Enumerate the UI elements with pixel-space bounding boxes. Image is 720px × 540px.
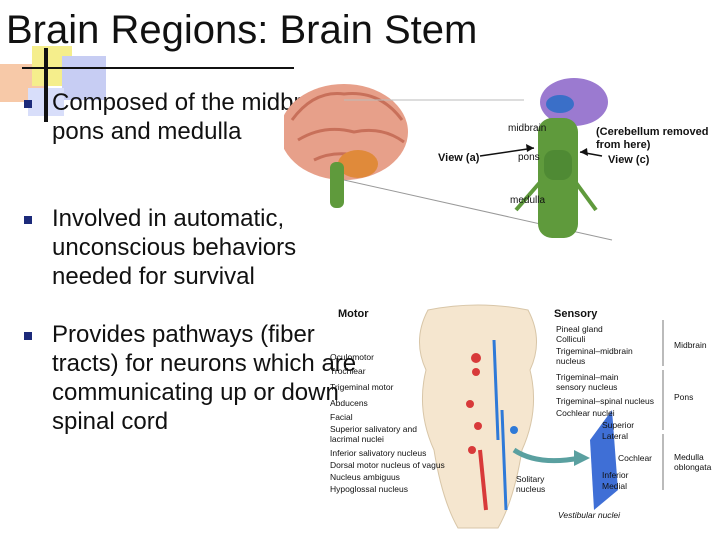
sensory-label: Vestibular nuclei <box>558 510 621 520</box>
motor-label: Hypoglossal nucleus <box>330 484 408 494</box>
sensory-label: Superior <box>602 420 635 430</box>
label-midbrain: midbrain <box>508 123 547 134</box>
sensory-label: Cochlear nuclei <box>556 408 615 418</box>
region-label-medulla: Medulla oblongata <box>674 452 712 472</box>
cranial-nerve-nuclei-figure: Motor Sensory Oculomotor Trochlear Trige… <box>318 300 718 530</box>
region-label-midbrain: Midbrain <box>674 340 707 350</box>
decor-vertical-rule <box>44 48 48 122</box>
label-medulla: medulla <box>510 195 546 206</box>
decor-square-blue <box>62 56 106 100</box>
sensory-label: Trigeminal–spinal nucleus <box>556 396 654 406</box>
region-label-pons: Pons <box>674 392 694 402</box>
motor-label: Abducens <box>330 398 368 408</box>
sensory-label: Medial <box>602 481 628 491</box>
vestibular-cochlear-shape <box>590 410 618 510</box>
motor-label: Facial <box>330 412 353 422</box>
brainstem-shape <box>330 162 344 208</box>
cerebrum-shape <box>280 84 408 180</box>
motor-heading: Motor <box>338 308 369 320</box>
label-pons: pons <box>518 152 540 163</box>
slide-title: Brain Regions: Brain Stem <box>6 8 478 52</box>
sensory-label: Solitary nucleus <box>516 474 546 494</box>
label-view-c: View (c) <box>608 154 650 166</box>
motor-label: Oculomotor <box>330 352 374 362</box>
label-cerebellum-removed: (Cerebellum removed from here) <box>596 126 709 151</box>
cerebellum-shape <box>338 150 378 178</box>
sensory-label: Cochlear <box>618 453 653 463</box>
bullet-square-icon <box>24 216 32 224</box>
brainstem-outline-shape <box>418 304 538 529</box>
motor-label: Trigeminal motor <box>330 382 394 392</box>
brain-illustration <box>280 78 613 241</box>
sensory-label: Trigeminal–main sensory nucleus <box>556 372 619 392</box>
sensory-heading: Sensory <box>554 308 598 320</box>
motor-label: Superior salivatory and lacrimal nuclei <box>330 424 417 444</box>
sensory-label: Colliculi <box>556 334 586 344</box>
brainstem-nuclei-illustration <box>418 304 664 529</box>
label-view-a: View (a) <box>438 152 480 164</box>
bullet-square-icon <box>24 332 32 340</box>
sensory-label: Trigeminal–midbrain nucleus <box>556 346 633 366</box>
decor-horizontal-rule <box>22 67 294 69</box>
sensory-label: Inferior <box>602 470 629 480</box>
midbrain-shape <box>540 78 608 126</box>
motor-label: Trochlear <box>330 366 366 376</box>
sensory-label: Lateral <box>602 431 628 441</box>
bullet-text: Composed of the midbrain, pons and medul… <box>52 89 341 145</box>
sensory-label: Pineal gland <box>556 324 603 334</box>
bullet-text: Provides pathways (fiber tracts) for neu… <box>52 321 357 435</box>
motor-label: Dorsal motor nucleus of vagus <box>330 460 445 470</box>
motor-label: Inferior salivatory nucleus <box>330 448 427 458</box>
bullet-square-icon <box>24 100 32 108</box>
motor-label: Nucleus ambiguus <box>330 472 400 482</box>
bullet-text: Involved in automatic, unconscious behav… <box>52 205 297 290</box>
brain-stem-overview-figure: midbrain pons medulla View (a) (Cerebell… <box>280 60 720 250</box>
